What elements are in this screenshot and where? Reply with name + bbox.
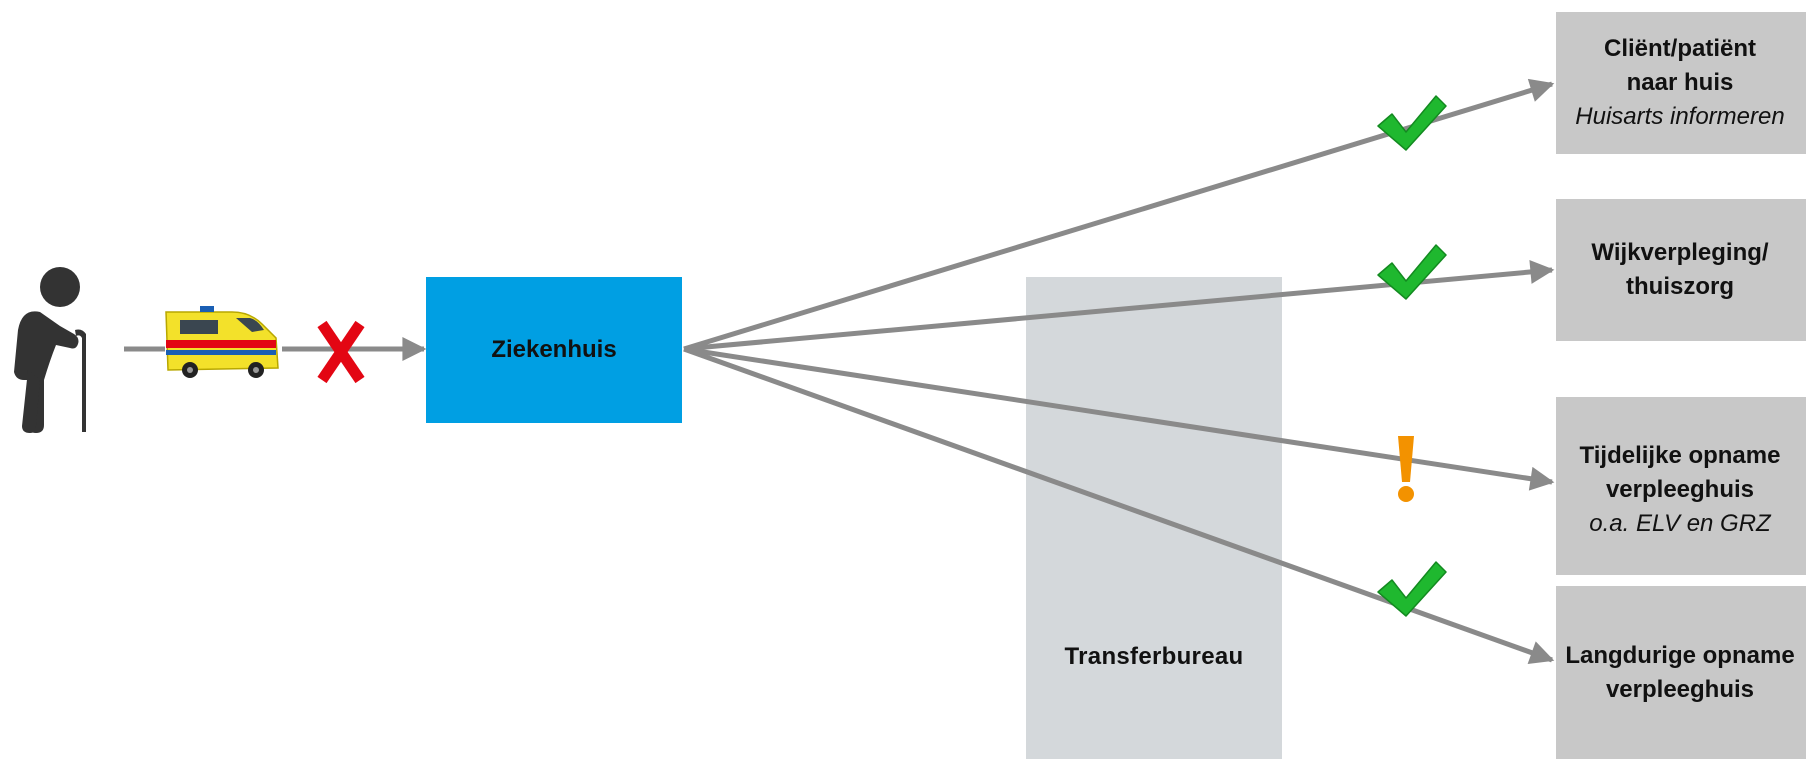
cross-mark-icon xyxy=(317,320,365,384)
arrow-to-home xyxy=(683,78,1555,352)
checkmark-icon xyxy=(1377,244,1447,300)
dashed-divider xyxy=(1556,575,1806,580)
destination-longterm-nursing-home: Langdurige opname verpleeghuis xyxy=(1556,586,1806,759)
elderly-person-icon xyxy=(14,267,86,433)
destination-home: Cliënt/patiënt naar huis Huisarts inform… xyxy=(1556,12,1806,154)
hospital-box: Ziekenhuis xyxy=(426,277,682,423)
destination-home-title: Cliënt/patiënt naar huis xyxy=(1603,35,1756,96)
destination-temporary-subtitle: o.a. ELV en GRZ xyxy=(1589,510,1771,537)
checkmark-icon xyxy=(1377,95,1447,151)
destination-temporary-title: Tijdelijke opname verpleeghuis xyxy=(1579,442,1781,503)
destination-longterm-title: Langdurige opname verpleeghuis xyxy=(1565,641,1795,703)
hospital-label: Ziekenhuis xyxy=(491,336,617,363)
destination-homecare: Wijkverpleging/ thuiszorg xyxy=(1556,199,1806,341)
ambulance-icon xyxy=(165,306,279,378)
destination-temporary-nursing-home: Tijdelijke opname verpleeghuis o.a. ELV … xyxy=(1556,397,1806,575)
transfer-bureau-label: Transferbureau xyxy=(1064,643,1244,670)
destination-home-subtitle: Huisarts informeren xyxy=(1575,103,1785,130)
exclamation-icon xyxy=(1398,436,1414,502)
checkmark-icon xyxy=(1377,561,1447,617)
destination-homecare-title: Wijkverpleging/ thuiszorg xyxy=(1591,239,1769,300)
arrow-to-longterm xyxy=(683,346,1555,665)
arrow-to-temporary xyxy=(683,346,1555,491)
